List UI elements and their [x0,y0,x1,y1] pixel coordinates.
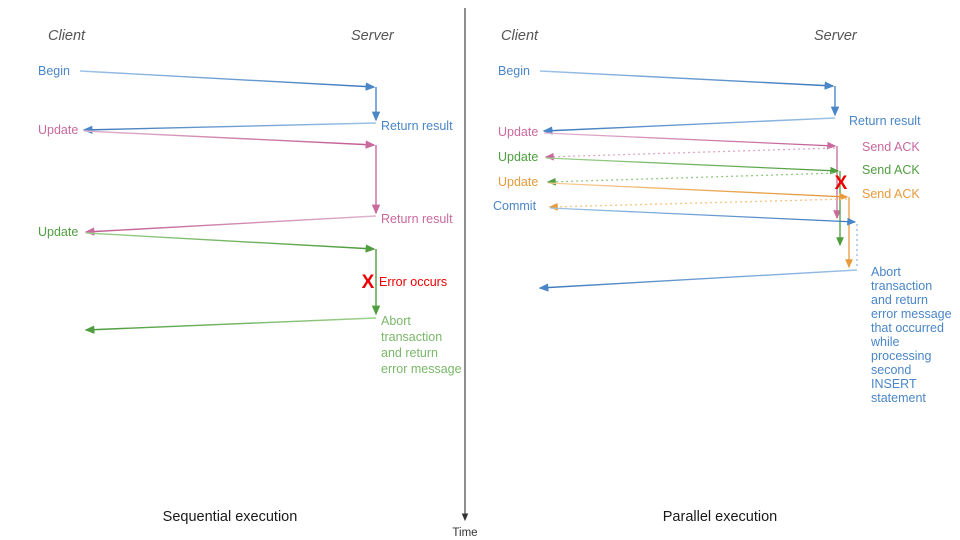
left-panel-caption: Sequential execution [163,509,298,525]
left-message-begin: Begin Return result [38,64,453,134]
left-message-update-2-label: Update [38,225,78,239]
left-arrow-update-2-request [85,232,376,253]
right-abort-line-0: Abort [871,265,901,279]
right-abort-line-8: INSERT [871,377,917,391]
right-message-update-2: Update Send ACK [498,150,920,247]
right-message-commit: Commit [493,199,858,292]
left-panel: Client Server Begin Return result Update… [38,28,462,525]
left-message-update-1: Update Return result [38,123,453,236]
right-arrow-update-3-ack [548,198,848,211]
right-arrow-update-3-request [547,182,849,201]
left-message-update-2: Update [38,225,381,334]
left-abort-line-0: Abort [381,314,411,328]
left-arrow-abort-response [84,317,377,334]
right-arrow-begin-request [539,70,835,90]
right-abort-line-2: and return [871,293,928,307]
right-arrow-update-1-ack [544,147,836,161]
right-message-begin-label: Begin [498,64,530,78]
left-arrow-update-1-request [83,130,376,149]
left-arrow-update-1-response [84,215,377,236]
left-abort-line-1: transaction [381,330,442,344]
right-arrow-update-2-request [545,157,840,175]
right-actor-client-label: Client [501,28,539,44]
left-note-return-result-2: Return result [381,212,453,226]
right-arrow-begin-response [542,117,836,135]
left-actor-client-label: Client [48,28,86,44]
right-abort-line-7: second [871,363,911,377]
right-abort-line-9: statement [871,391,926,405]
right-message-begin: Begin Return result [498,64,921,135]
right-abort-line-5: while [870,335,900,349]
right-panel: Client Server Begin Return result Update… [493,28,952,525]
left-error-marker: X Error occurs [362,272,447,293]
left-actor-server-label: Server [351,28,395,44]
right-message-update-2-label: Update [498,150,538,164]
left-message-update-1-label: Update [38,123,78,137]
right-message-commit-label: Commit [493,199,537,213]
right-message-update-1-label: Update [498,125,538,139]
right-actor-server-label: Server [814,28,858,44]
right-arrow-commit-abort-response [538,269,858,292]
right-error-marker: X [835,173,848,194]
right-message-update-3: Update Send ACK [498,175,920,269]
right-note-return-result: Return result [849,114,921,128]
right-arrow-update-2-ack [546,172,839,186]
right-message-update-3-label: Update [498,175,538,189]
right-arrow-commit-request [549,207,857,226]
left-abort-line-3: error message [381,362,462,376]
left-abort-block: Abort transaction and return error messa… [381,314,462,376]
right-note-send-ack-2: Send ACK [862,163,920,177]
time-axis-label: Time [452,527,477,539]
right-note-send-ack-1: Send ACK [862,140,920,154]
left-error-label: Error occurs [379,275,447,289]
left-abort-line-2: and return [381,346,438,360]
right-abort-block: Abort transaction and return error messa… [870,265,952,405]
right-message-update-1: Update Send ACK [498,125,920,220]
right-abort-line-4: that occurred [871,321,944,335]
left-message-begin-label: Begin [38,64,70,78]
error-x-icon: X [362,272,375,293]
right-abort-line-6: processing [871,349,931,363]
right-panel-caption: Parallel execution [663,509,777,525]
right-note-send-ack-3: Send ACK [862,187,920,201]
left-note-return-result-1: Return result [381,119,453,133]
error-x-icon: X [835,173,848,194]
left-arrow-begin-response [82,122,377,134]
left-arrow-begin-request [79,70,376,91]
time-axis: Time [452,8,478,539]
right-arrow-update-1-request [543,132,837,150]
right-abort-line-1: transaction [871,279,932,293]
right-abort-line-3: error message [871,307,952,321]
